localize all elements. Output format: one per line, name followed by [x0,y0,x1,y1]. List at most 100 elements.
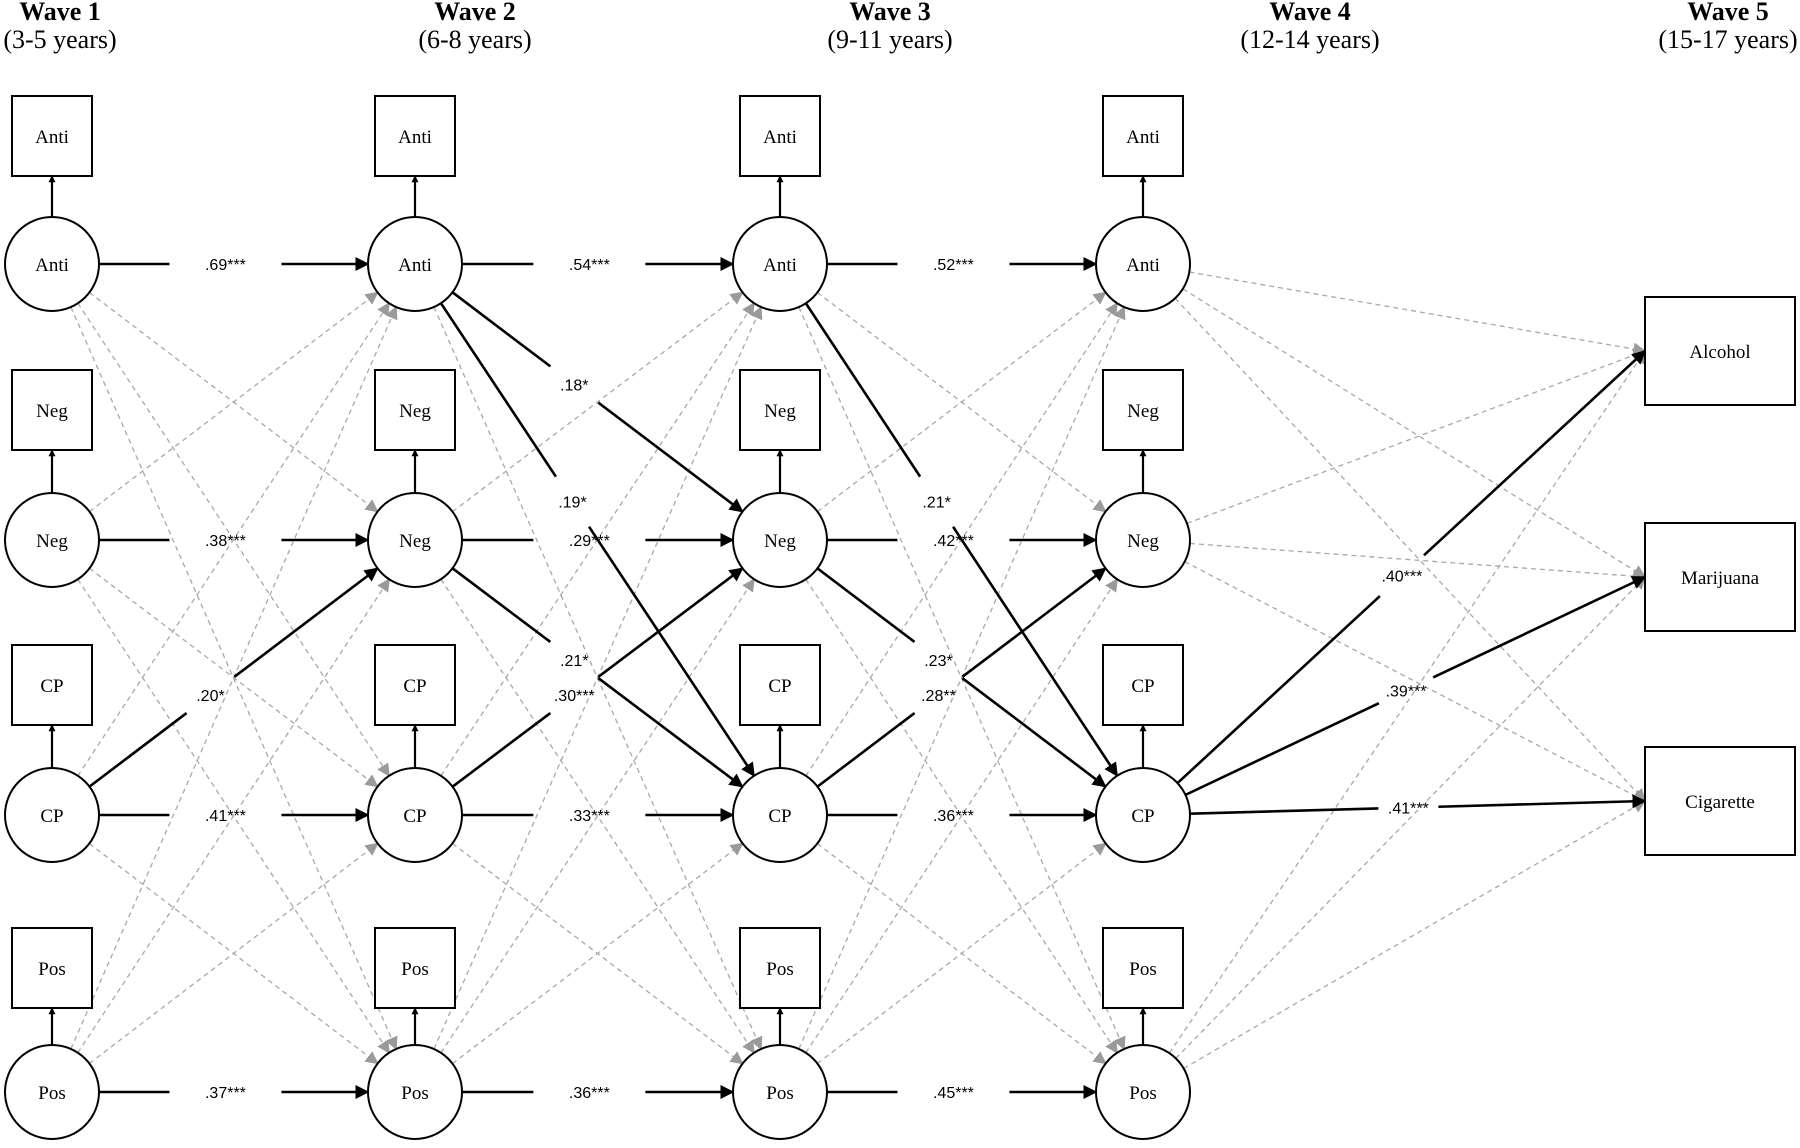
nonsignificant-path [1183,800,1647,1069]
indicator-label: CP [768,676,791,697]
nonsignificant-path [1186,349,1647,525]
wave-header-5: Wave 5 (15-17 years) [1658,0,1797,54]
latent-label: Anti [35,255,69,276]
indicator-box [11,927,93,1009]
indicator-box [739,927,821,1009]
path-segment [597,677,744,788]
path-coefficient: .21* [922,495,950,512]
indicator-box [374,95,456,177]
path-10 [439,302,756,777]
path-segment [961,677,1107,788]
path-coefficient: .41*** [205,808,246,825]
latent-pos-w3: Pos [732,1044,828,1140]
latent-label: Pos [401,1083,428,1104]
path-4 [88,567,379,788]
wave-title: Wave 4 [1269,0,1351,26]
indicator-label: Pos [38,959,65,980]
indicator-anti-w4: Anti [1102,95,1184,177]
indicator-label: Pos [1129,959,1156,980]
wave-ages: (9-11 years) [827,25,952,54]
indicator-pos-w3: Pos [739,927,821,1009]
wave-header-2: Wave 2 (6-8 years) [418,0,531,54]
path-segment [587,525,756,777]
measurement-arrows [48,175,1147,1045]
outcome-box [1644,296,1796,406]
path-coefficient: .23* [924,653,952,670]
outcome-label: Alcohol [1689,342,1750,363]
indicator-pos-w4: Pos [1102,927,1184,1009]
indicator-box [739,95,821,177]
nonsignificant-path [1174,297,1646,802]
indicator-label: Anti [398,127,432,148]
indicator-pos-w2: Pos [374,927,456,1009]
indicator-label: CP [1131,676,1154,697]
indicator-box [1102,95,1184,177]
nonsignificant-path [1182,288,1647,578]
indicator-label: Pos [766,959,793,980]
path-segment [233,567,379,678]
path-12 [451,567,744,788]
indicator-box [1102,369,1184,451]
latent-neg-w2: Neg [367,492,463,588]
nonsignificant-path [77,578,390,1054]
latent-circle [4,492,100,588]
wave-title: Wave 2 [434,0,516,26]
wave-ages: (6-8 years) [418,25,531,54]
outcome-label: Marijuana [1681,568,1760,589]
wave-ages: (3-5 years) [3,25,116,54]
latent-label: Neg [36,531,68,552]
nonsignificant-path [798,305,1126,1050]
indicator-cp-w4: CP [1102,644,1184,726]
path-coefficient: .29*** [569,533,610,550]
indicator-anti-w1: Anti [11,95,93,177]
nonsignificant-path [88,842,379,1065]
indicator-box [739,369,821,451]
path-segment [1184,701,1380,797]
indicator-anti-w3: Anti [739,95,821,177]
latent-label: Pos [766,1083,793,1104]
indicator-box [11,644,93,726]
latent-circle [367,767,463,863]
wave-header-1: Wave 1 (3-5 years) [3,0,116,54]
path-segment [816,567,916,643]
indicator-neg-w2: Neg [374,369,456,451]
latent-cp-w2: CP [367,767,463,863]
nonsignificant-path [817,291,1107,513]
latent-anti-w3: Anti [732,216,828,312]
latent-cp-w3: CP [732,767,828,863]
latent-pos-w1: Pos [4,1044,100,1140]
indicator-neg-w4: Neg [1102,369,1184,451]
latent-circle [4,1044,100,1140]
latent-label: Neg [1127,531,1159,552]
path-21 [1184,575,1647,797]
nonsignificant-path [89,291,379,513]
latent-circle [4,767,100,863]
path-coefficient: .36*** [933,808,974,825]
nonsignificant-path [1168,349,1646,1054]
latent-circle [1095,767,1191,863]
path-coefficient: .52*** [933,257,974,274]
significant-paths [88,257,1647,1099]
latent-circle [4,216,100,312]
outcome-label: Cigarette [1685,792,1755,813]
outcome-marijuana: Marijuana [1644,522,1796,632]
path-coefficient: .19* [558,495,586,512]
path-11 [451,567,744,788]
wave-header-4: Wave 4 (12-14 years) [1240,0,1379,54]
path-segment [1438,794,1647,809]
latent-label: CP [768,806,791,827]
wave-title: Wave 1 [19,0,101,26]
path-coefficient: .40*** [1381,569,1422,586]
latent-anti-w4: Anti [1095,216,1191,312]
indicator-neg-w1: Neg [11,369,93,451]
indicator-label: Anti [763,127,797,148]
nonsignificant-path [1175,576,1646,1059]
outcome-box [1644,746,1796,856]
latent-label: Anti [1126,255,1160,276]
indicator-label: Neg [764,401,796,422]
nonsignificant-path [433,305,763,1050]
nonsignificant-path [1189,542,1647,583]
wave-header-3: Wave 3 (9-11 years) [827,0,952,54]
nonsignificant-path [452,842,744,1065]
latent-circle [367,216,463,312]
